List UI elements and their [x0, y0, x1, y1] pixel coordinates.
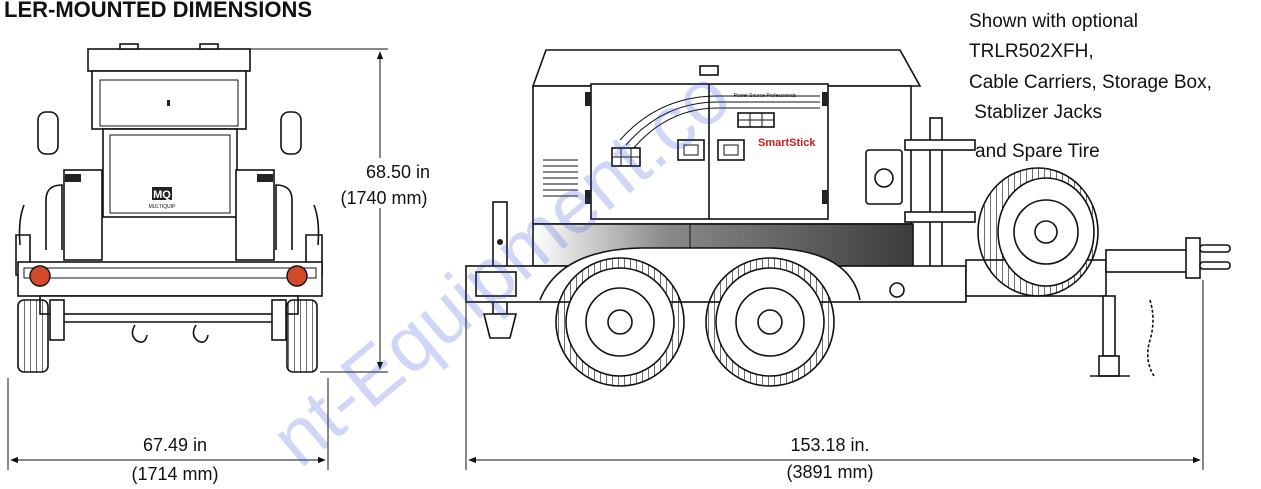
note-line: and Spare Tire [975, 141, 1100, 162]
svg-text:MQ: MQ [153, 189, 171, 201]
page-title: LER-MOUNTED DIMENSIONS [4, 0, 312, 22]
spare-tire [977, 167, 1099, 297]
note-line: TRLR502XFH, [969, 41, 1094, 62]
options-note: Shown with optional TRLR502XFH, Cable Ca… [969, 11, 1212, 162]
panel-label: Power Source Professionals [734, 93, 797, 99]
multiquip-badge: MQ MULTIQUIP [149, 187, 177, 210]
front-height-dimension: 68.50 in (1740 mm) [250, 48, 436, 373]
side-length-dimension: 153.18 in. (3891 mm) [465, 266, 1204, 482]
front-width-mm: (1714 mm) [131, 464, 218, 484]
note-line: Cable Carriers, Storage Box, [969, 72, 1212, 93]
smartstick-label: SmartStick [758, 137, 816, 149]
front-width-dimension: 67.49 in (1714 mm) [7, 378, 329, 484]
note-line: Shown with optional [969, 11, 1138, 32]
wheel-rear [705, 257, 835, 387]
svg-text:MULTIQUIP: MULTIQUIP [149, 204, 177, 210]
side-length-mm: (3891 mm) [786, 462, 873, 482]
front-width-in: 67.49 in [143, 435, 207, 455]
note-line: Stablizer Jacks [969, 102, 1102, 123]
side-length-in: 153.18 in. [790, 435, 869, 455]
side-view: Power Source Professionals SmartStick [465, 49, 1231, 387]
front-height-mm: (1740 mm) [340, 188, 427, 208]
front-height-in: 68.50 in [366, 162, 430, 182]
wheel-front [555, 257, 685, 387]
front-view: MQ MULTIQUIP [15, 43, 323, 373]
